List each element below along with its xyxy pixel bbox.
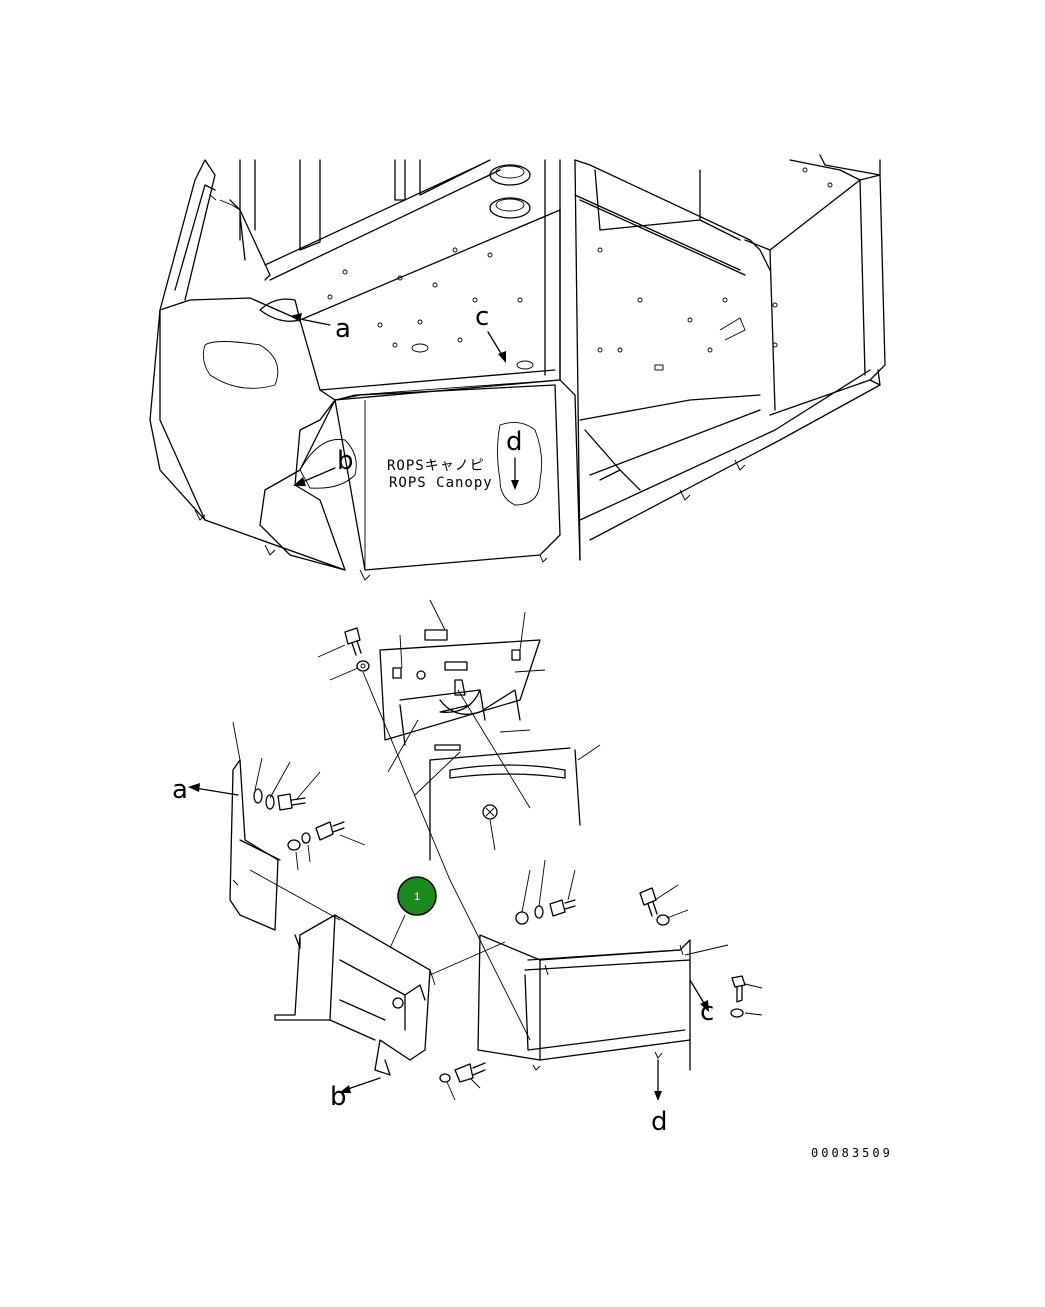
callout-circle: [397, 876, 437, 916]
canopy-label-english: ROPS Canopy: [389, 475, 493, 491]
upper-bracket-part: [344, 627, 581, 861]
view-letter-b-lower: b: [330, 1082, 347, 1112]
view-letter-d-lower: d: [651, 1107, 668, 1137]
drawing-code: 00083509: [811, 1146, 893, 1160]
left-side-plate-part: [229, 759, 345, 931]
right-lower-box-part: [477, 887, 746, 1071]
view-letter-a-upper: a: [335, 314, 351, 344]
canopy-label-japanese: ROPSキャノピ: [387, 458, 485, 474]
view-arrows-lower: [188, 783, 709, 1101]
callout-number: 1: [414, 891, 420, 903]
center-cover-part: [274, 914, 486, 1083]
view-letter-d-upper: d: [506, 427, 523, 457]
view-arrows-upper: [290, 313, 519, 490]
rops-canopy-assembly: [149, 154, 886, 581]
view-letter-a-lower: a: [172, 775, 188, 805]
view-letter-c-lower: c: [700, 997, 714, 1027]
leader-lines: [232, 599, 763, 1101]
view-letter-b-upper: b: [337, 446, 354, 476]
view-letter-c-upper: c: [475, 302, 489, 332]
